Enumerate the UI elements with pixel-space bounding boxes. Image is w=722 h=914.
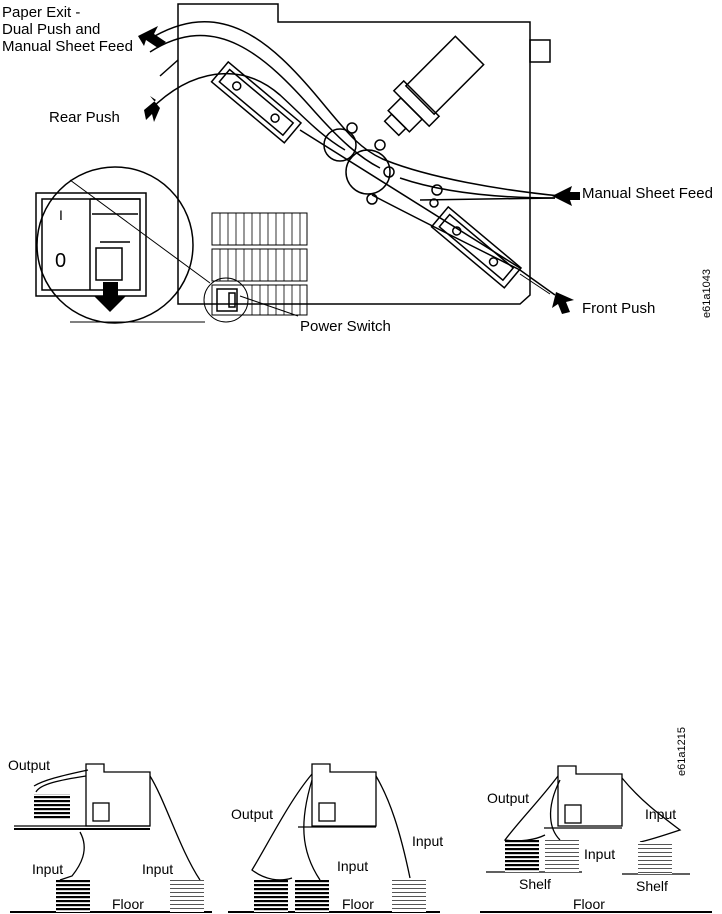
p3-shelf-a-label: Shelf [519,876,551,892]
p3-floor-label: Floor [573,896,605,912]
p2-input-b-label: Input [412,833,443,849]
p3-shelf-b-label: Shelf [636,878,668,894]
p3-input-a-label: Input [584,846,615,862]
stack-output-2a [254,880,288,912]
stack-input-3a [545,840,579,872]
panel-3 [480,766,712,912]
p3-input-b-label: Input [645,806,676,822]
p2-input-a-label: Input [337,858,368,874]
p1-floor-label: Floor [112,896,144,912]
p2-floor-label: Floor [342,896,374,912]
p1-output-label: Output [8,757,50,773]
stack-input-1b [170,880,204,912]
figure-code-bottom: e61a1215 [676,727,688,776]
stack-input-3b [638,842,672,874]
stack-input-1a [56,880,90,912]
stack-input-2 [392,880,426,912]
p1-input-a-label: Input [32,861,63,877]
p1-input-b-label: Input [142,861,173,877]
p2-output-label: Output [231,806,273,822]
stack-output-3 [505,840,539,872]
p3-output-label: Output [487,790,529,806]
stack-output-2b [295,880,329,912]
stack-output-1 [34,794,70,820]
